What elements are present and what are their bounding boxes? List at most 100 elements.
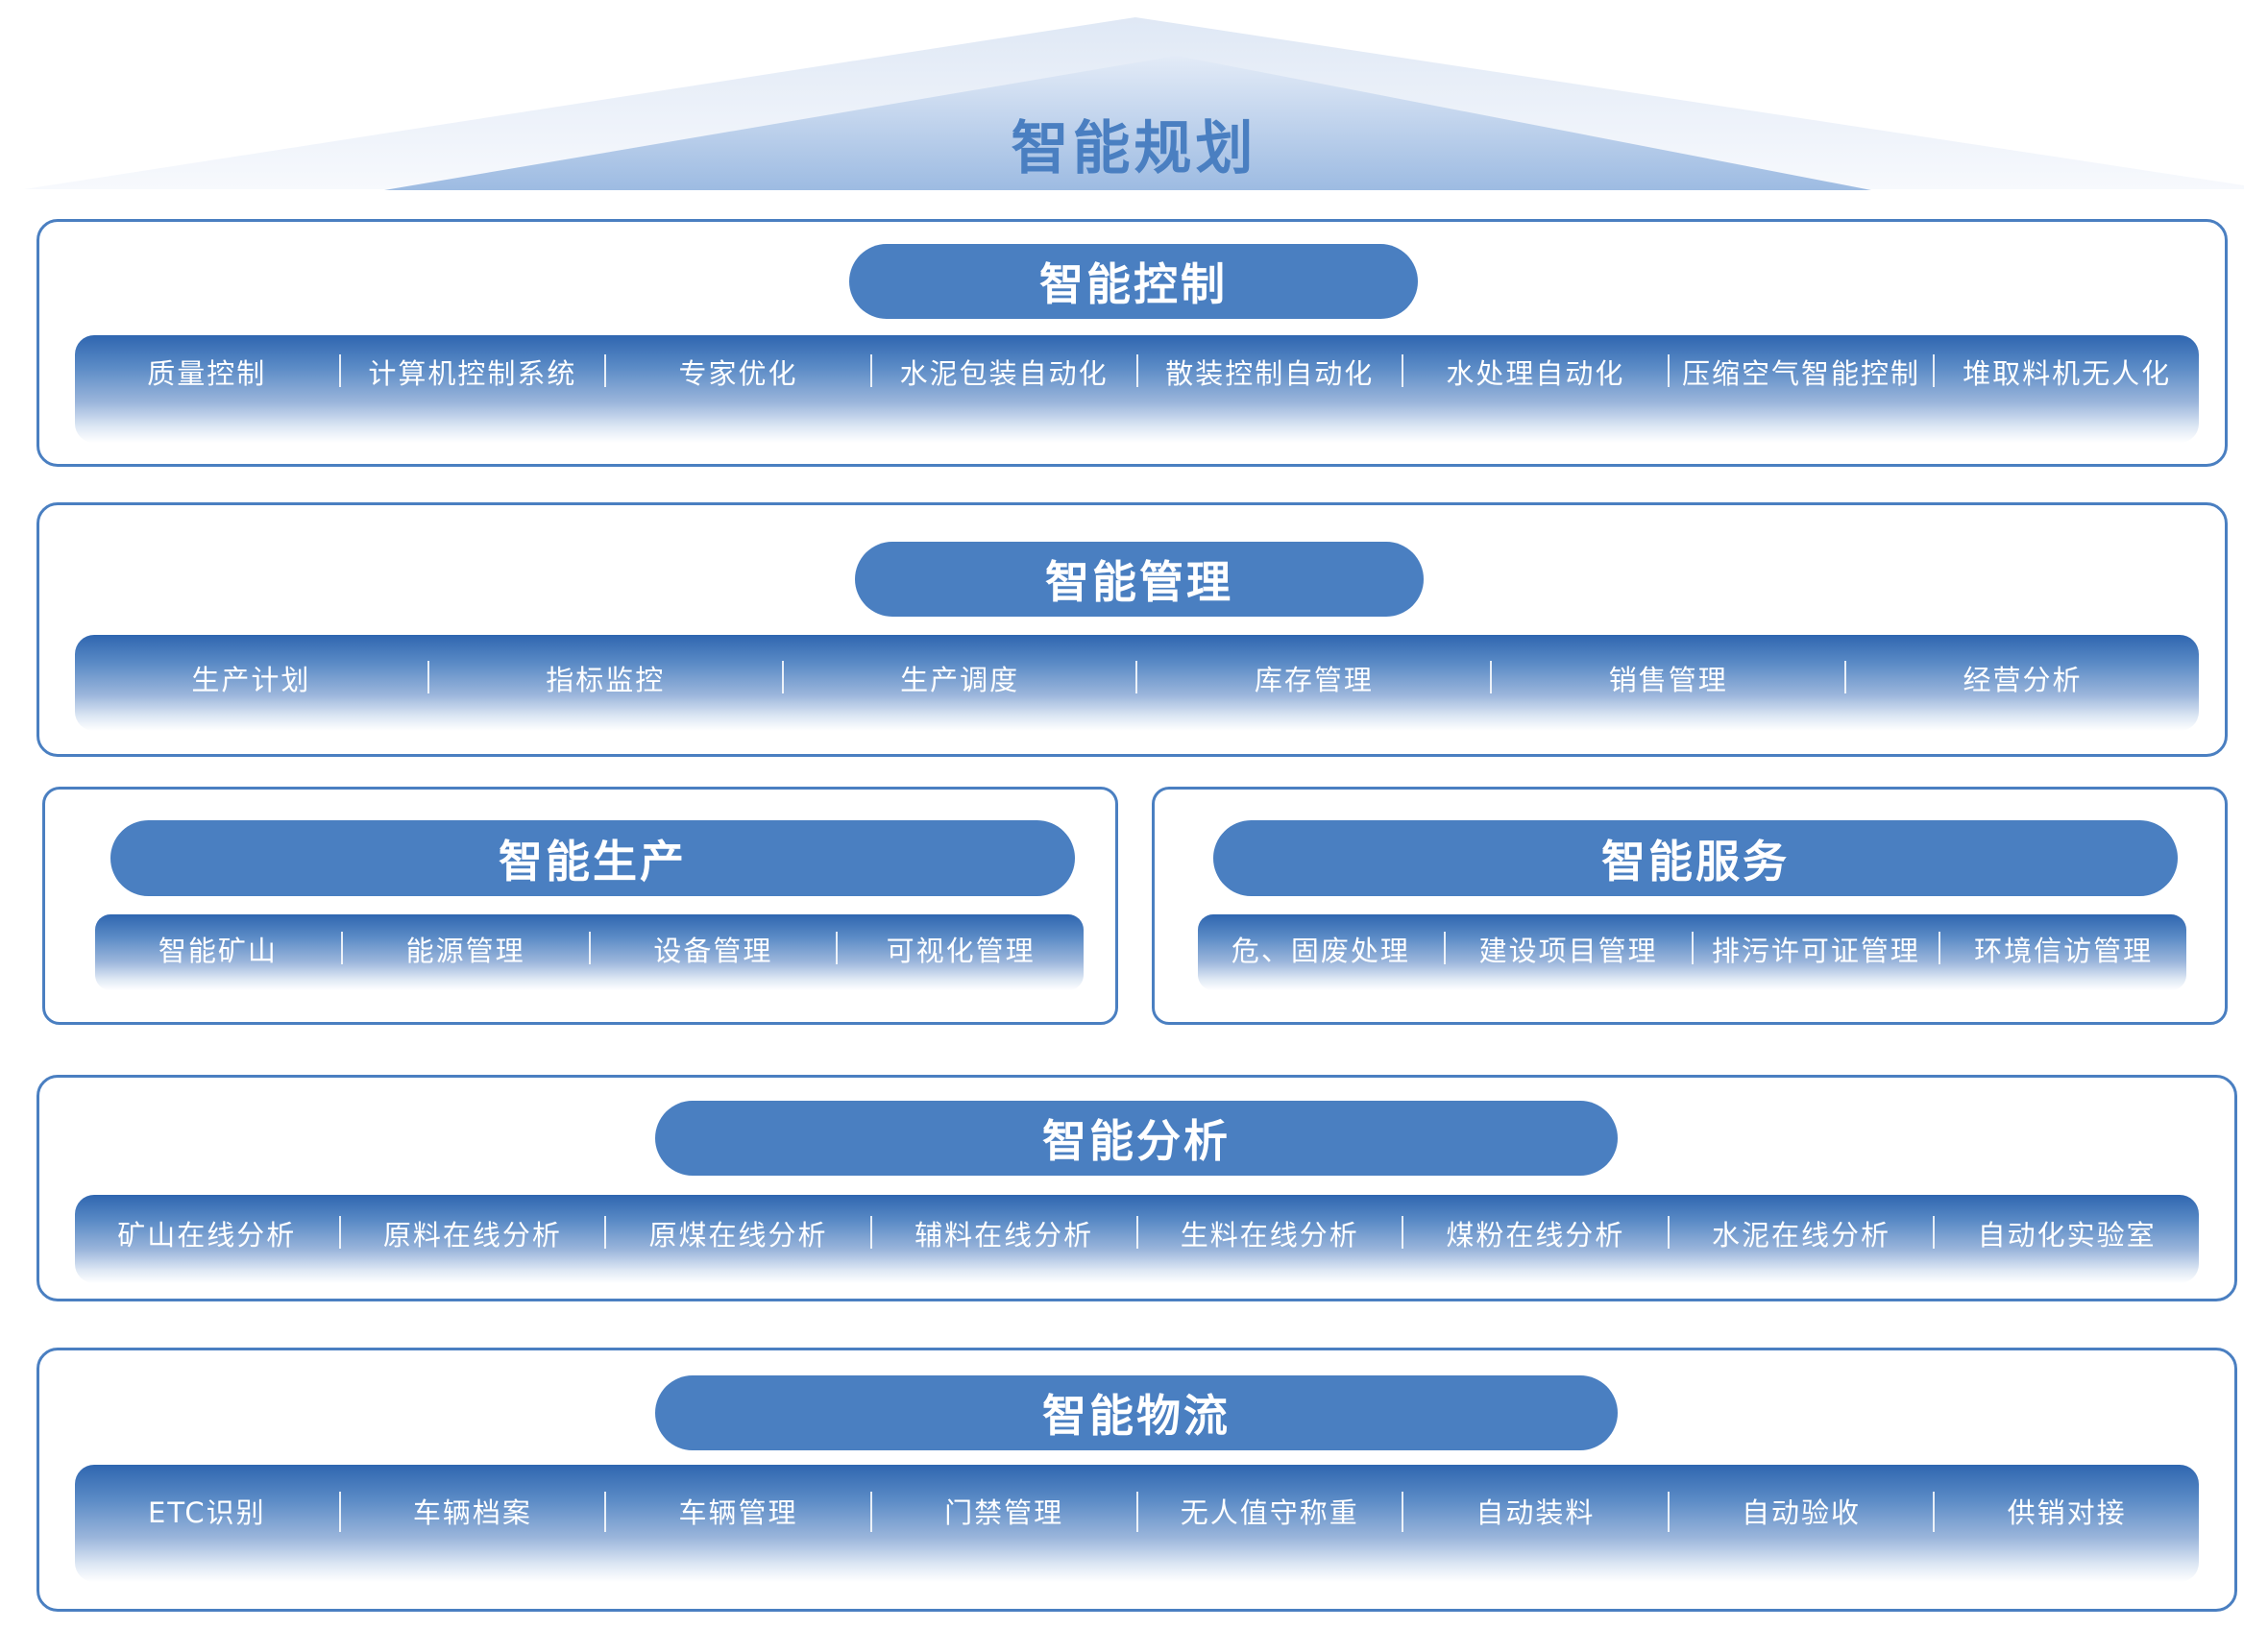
item-label: 库存管理 (1254, 664, 1374, 696)
item-smart-mine[interactable]: 智能矿山 (95, 932, 341, 967)
item-label: 销售管理 (1608, 664, 1728, 696)
strip-smart-management: 生产计划 指标监控 生产调度 库存管理 销售管理 经营分析 (75, 635, 2199, 731)
item-label: 原煤在线分析 (648, 1219, 828, 1252)
item-label: 原料在线分析 (382, 1219, 562, 1252)
item-label: 煤粉在线分析 (1446, 1219, 1625, 1252)
item-unattended-weighing[interactable]: 无人值守称重 (1138, 1492, 1402, 1530)
section-title-smart-logistics[interactable]: 智能物流 (655, 1375, 1618, 1450)
item-bulk-control-automation[interactable]: 散装控制自动化 (1138, 354, 1402, 390)
item-supply-sales-docking[interactable]: 供销对接 (1935, 1492, 2199, 1530)
item-label: 堆取料机无人化 (1963, 357, 2172, 390)
item-label: 指标监控 (546, 664, 666, 696)
divider (604, 354, 607, 387)
item-compressed-air-control[interactable]: 压缩空气智能控制 (1670, 354, 1934, 390)
item-energy-management[interactable]: 能源管理 (343, 932, 589, 967)
item-automatic-acceptance[interactable]: 自动验收 (1670, 1492, 1934, 1530)
divider (869, 354, 872, 387)
section-title-smart-production[interactable]: 智能生产 (110, 820, 1075, 896)
item-automated-laboratory[interactable]: 自动化实验室 (1935, 1216, 2199, 1252)
divider (604, 1492, 607, 1532)
item-raw-meal-online-analysis[interactable]: 生料在线分析 (1138, 1216, 1402, 1252)
item-cement-online-analysis[interactable]: 水泥在线分析 (1670, 1216, 1934, 1252)
item-environmental-petition-management[interactable]: 环境信访管理 (1940, 932, 2186, 967)
item-label: 智能矿山 (158, 935, 278, 967)
item-discharge-permit-management[interactable]: 排污许可证管理 (1694, 932, 1939, 967)
item-production-scheduling[interactable]: 生产调度 (784, 661, 1136, 696)
divider (781, 661, 784, 693)
item-label: 计算机控制系统 (368, 357, 577, 390)
item-hazardous-waste-treatment[interactable]: 危、固废处理 (1198, 932, 1444, 967)
item-water-treatment-automation[interactable]: 水处理自动化 (1403, 354, 1668, 390)
section-title-smart-management[interactable]: 智能管理 (855, 542, 1424, 617)
item-label: 无人值守称重 (1180, 1496, 1359, 1529)
item-coal-powder-online-analysis[interactable]: 煤粉在线分析 (1403, 1216, 1668, 1252)
item-label: 车辆管理 (678, 1496, 798, 1529)
item-label: 能源管理 (405, 935, 525, 967)
item-label: 自动验收 (1742, 1496, 1862, 1529)
item-raw-material-online-analysis[interactable]: 原料在线分析 (341, 1216, 605, 1252)
item-stacker-reclaimer-unmanned[interactable]: 堆取料机无人化 (1935, 354, 2199, 390)
item-business-analysis[interactable]: 经营分析 (1846, 661, 2199, 696)
divider (1402, 1216, 1404, 1249)
item-label: 自动装料 (1475, 1496, 1596, 1529)
divider (1933, 354, 1936, 387)
divider (340, 932, 343, 964)
item-label: 矿山在线分析 (117, 1219, 297, 1252)
item-quality-control[interactable]: 质量控制 (75, 354, 339, 390)
strip-smart-production: 智能矿山 能源管理 设备管理 可视化管理 (95, 914, 1084, 990)
item-label: 专家优化 (678, 357, 798, 390)
section-title-smart-analysis[interactable]: 智能分析 (655, 1101, 1618, 1176)
item-visualization-management[interactable]: 可视化管理 (838, 932, 1084, 967)
item-indicator-monitoring[interactable]: 指标监控 (429, 661, 782, 696)
item-label: 门禁管理 (944, 1496, 1064, 1529)
item-expert-optimization[interactable]: 专家优化 (606, 354, 870, 390)
item-label: 水处理自动化 (1446, 357, 1625, 390)
divider (604, 1216, 607, 1249)
divider (869, 1216, 872, 1249)
section-title-smart-control[interactable]: 智能控制 (849, 244, 1418, 319)
divider (1135, 1492, 1138, 1532)
strip-smart-logistics: ETC识别 车辆档案 车辆管理 门禁管理 无人值守称重 自动装料 自动验收 供销… (75, 1465, 2199, 1582)
item-auxiliary-material-online-analysis[interactable]: 辅料在线分析 (872, 1216, 1136, 1252)
divider (338, 1216, 341, 1249)
divider (836, 932, 839, 964)
item-automatic-loading[interactable]: 自动装料 (1403, 1492, 1668, 1530)
item-label: 排污许可证管理 (1711, 935, 1920, 967)
item-label: 供销对接 (2007, 1496, 2127, 1529)
divider (588, 932, 591, 964)
divider (1933, 1216, 1936, 1249)
item-vehicle-archive[interactable]: 车辆档案 (341, 1492, 605, 1530)
item-production-plan[interactable]: 生产计划 (75, 661, 427, 696)
item-equipment-management[interactable]: 设备管理 (591, 932, 837, 967)
item-label: 设备管理 (653, 935, 773, 967)
item-construction-project-management[interactable]: 建设项目管理 (1446, 932, 1692, 967)
item-label: 经营分析 (1963, 664, 2083, 696)
divider (1402, 354, 1404, 387)
roof-title: 智能规划 (1011, 115, 1257, 182)
divider (1135, 1216, 1138, 1249)
divider (1135, 354, 1138, 387)
item-computer-control-system[interactable]: 计算机控制系统 (341, 354, 605, 390)
item-vehicle-management[interactable]: 车辆管理 (606, 1492, 870, 1530)
item-inventory-management[interactable]: 库存管理 (1137, 661, 1490, 696)
item-label: 生料在线分析 (1180, 1219, 1359, 1252)
divider (1844, 661, 1847, 693)
item-sales-management[interactable]: 销售管理 (1492, 661, 1844, 696)
item-cement-packaging-automation[interactable]: 水泥包装自动化 (872, 354, 1136, 390)
item-label: 水泥在线分析 (1712, 1219, 1891, 1252)
item-label: 质量控制 (147, 357, 267, 390)
item-label: ETC识别 (148, 1496, 266, 1529)
section-title-smart-service[interactable]: 智能服务 (1213, 820, 2178, 896)
divider (1490, 661, 1493, 693)
strip-smart-control: 质量控制 计算机控制系统 专家优化 水泥包装自动化 散装控制自动化 水处理自动化… (75, 335, 2199, 443)
item-label: 危、固废处理 (1231, 935, 1410, 967)
item-raw-coal-online-analysis[interactable]: 原煤在线分析 (606, 1216, 870, 1252)
item-mine-online-analysis[interactable]: 矿山在线分析 (75, 1216, 339, 1252)
divider (869, 1492, 872, 1532)
item-access-control-management[interactable]: 门禁管理 (872, 1492, 1136, 1530)
divider (1402, 1492, 1404, 1532)
item-label: 车辆档案 (412, 1496, 532, 1529)
strip-smart-service: 危、固废处理 建设项目管理 排污许可证管理 环境信访管理 (1198, 914, 2186, 990)
item-label: 生产计划 (191, 664, 311, 696)
item-etc-recognition[interactable]: ETC识别 (75, 1492, 339, 1530)
